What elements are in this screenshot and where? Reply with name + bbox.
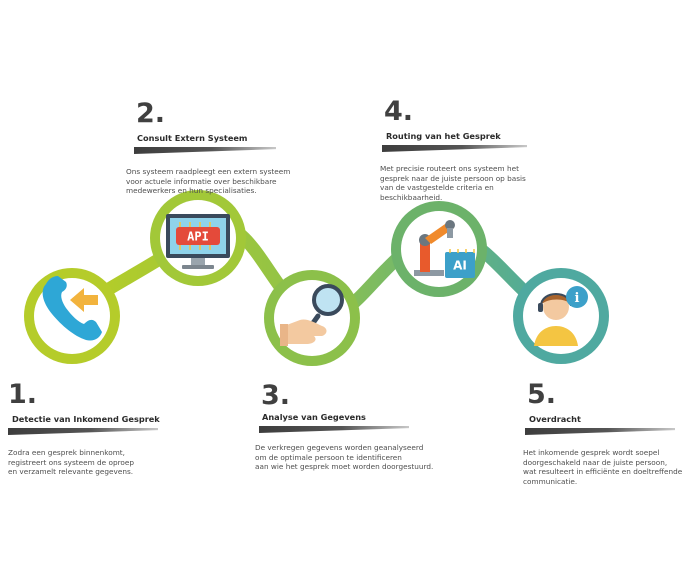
step-description: Ons systeem raadpleegt een extern systee… — [126, 167, 291, 196]
api-label: API — [187, 230, 209, 244]
step-title: Detectie van Inkomend Gesprek — [12, 414, 160, 424]
step-title: Consult Extern Systeem — [137, 133, 248, 143]
title-underline — [259, 426, 409, 433]
step-number: 1. — [8, 379, 38, 410]
phone-icon — [42, 276, 102, 341]
api-monitor-icon: API — [166, 214, 230, 269]
step-title: Analyse van Gegevens — [262, 412, 366, 422]
title-underline — [382, 145, 527, 152]
title-underline — [525, 428, 675, 435]
step-4: 4. Routing van het Gesprek Met precisie … — [380, 98, 580, 202]
magnifier-hand-icon — [280, 284, 344, 346]
step-title: Routing van het Gesprek — [386, 131, 501, 141]
step-number: 2. — [136, 98, 166, 129]
step-description: Zodra een gesprek binnenkomt, registreer… — [8, 448, 135, 477]
step-5: 5. Overdracht Het inkomende gesprek word… — [523, 381, 688, 486]
step-1: 1. Detectie van Inkomend Gesprek Zodra e… — [8, 381, 168, 477]
support-agent-icon: i — [534, 286, 588, 346]
step-number: 4. — [384, 96, 414, 127]
step-number: 5. — [527, 379, 557, 410]
step-3-node — [264, 270, 360, 366]
step-description: Het inkomende gesprek wordt soepel doorg… — [523, 448, 683, 486]
step-2: 2. Consult Extern Systeem Ons systeem ra… — [126, 98, 332, 196]
step-title: Overdracht — [529, 414, 581, 424]
robot-arm-ai-icon: AI — [414, 220, 475, 278]
step-description: Met precisie routeert ons systeem het ge… — [380, 164, 526, 202]
title-underline — [8, 428, 158, 435]
title-underline — [134, 147, 276, 154]
step-3: 3. Analyse van Gegevens De verkregen geg… — [255, 382, 455, 472]
step-description: De verkregen gegevens worden geanalyseer… — [255, 443, 434, 472]
info-label: i — [575, 291, 580, 306]
step-number: 3. — [261, 380, 291, 411]
ai-label: AI — [453, 259, 467, 273]
step-4-node — [391, 201, 487, 297]
